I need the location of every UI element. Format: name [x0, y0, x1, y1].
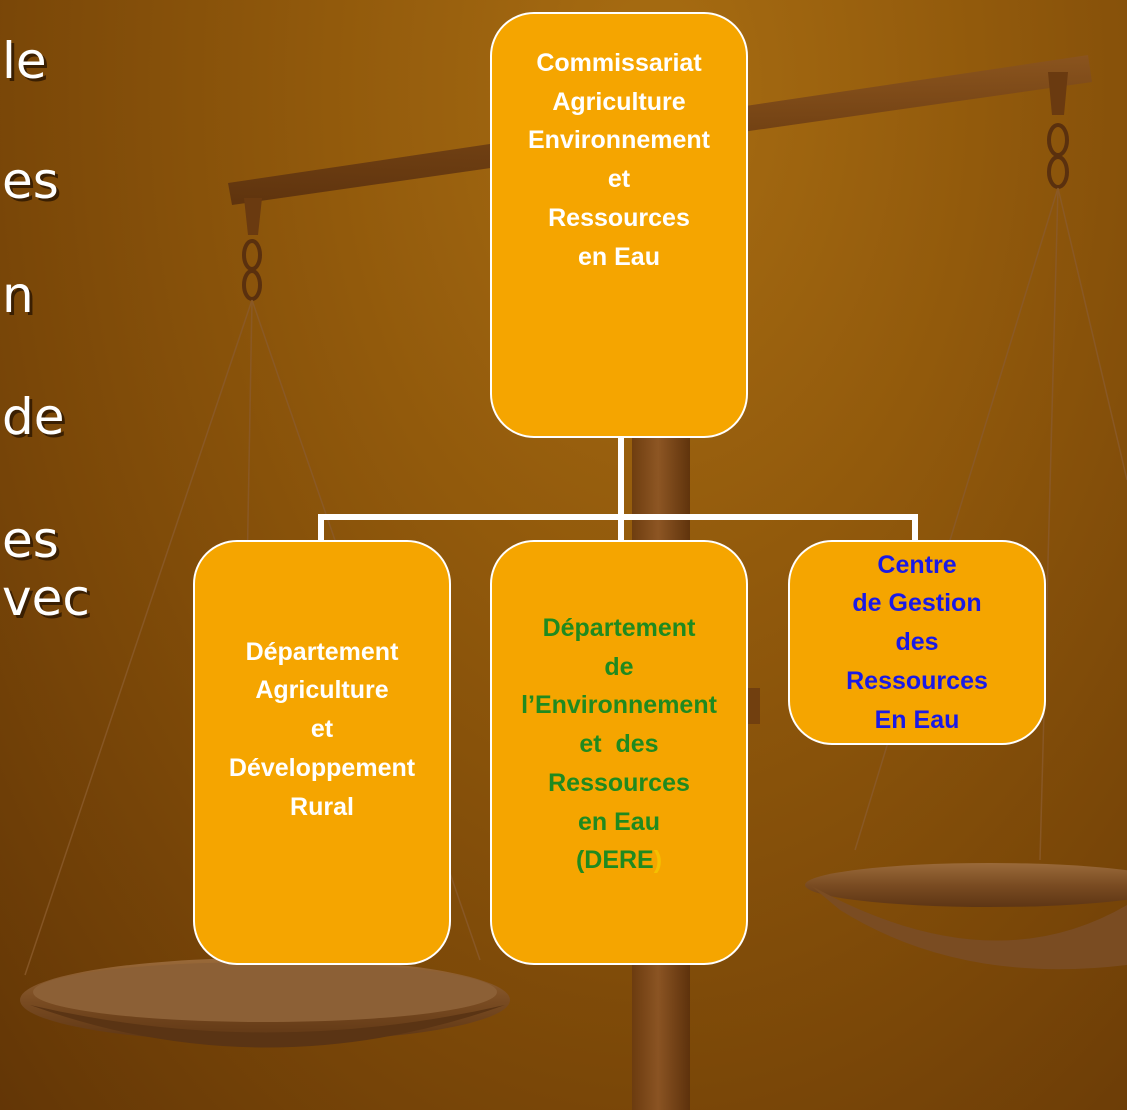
connector-drop-middle [618, 514, 624, 542]
left-text-fragment: es [2, 511, 59, 569]
left-text-fragment: es [2, 152, 59, 210]
org-box-dere-label: Département de l’Environnement et des Re… [521, 613, 717, 875]
org-box-centre-gestion: Centre de Gestion des Ressources En Eau [788, 540, 1046, 745]
left-text-fragment: de [2, 388, 65, 446]
left-hook [244, 198, 262, 235]
org-box-departement-agriculture-label: Département Agriculture et Développement… [228, 637, 416, 821]
left-text-fragment: vec [2, 569, 90, 627]
org-box-commissariat-label: Commissariat Agriculture Environnement e… [528, 48, 710, 271]
org-box-departement-agriculture: Département Agriculture et Développement… [193, 540, 451, 965]
connector-drop-right [912, 514, 918, 542]
connector-drop-left [318, 514, 324, 542]
org-box-dere-closing-paren: ) [653, 846, 663, 875]
org-box-dere: Département de l’Environnement et des Re… [490, 540, 748, 965]
connector-vertical-top [618, 436, 624, 520]
right-pan [805, 863, 1127, 907]
org-box-centre-gestion-label: Centre de Gestion des Ressources En Eau [846, 550, 988, 734]
org-box-commissariat: Commissariat Agriculture Environnement e… [490, 12, 748, 438]
left-text-fragment: le [2, 32, 47, 90]
right-hook [1048, 72, 1068, 115]
left-text-fragment: n [2, 266, 34, 324]
